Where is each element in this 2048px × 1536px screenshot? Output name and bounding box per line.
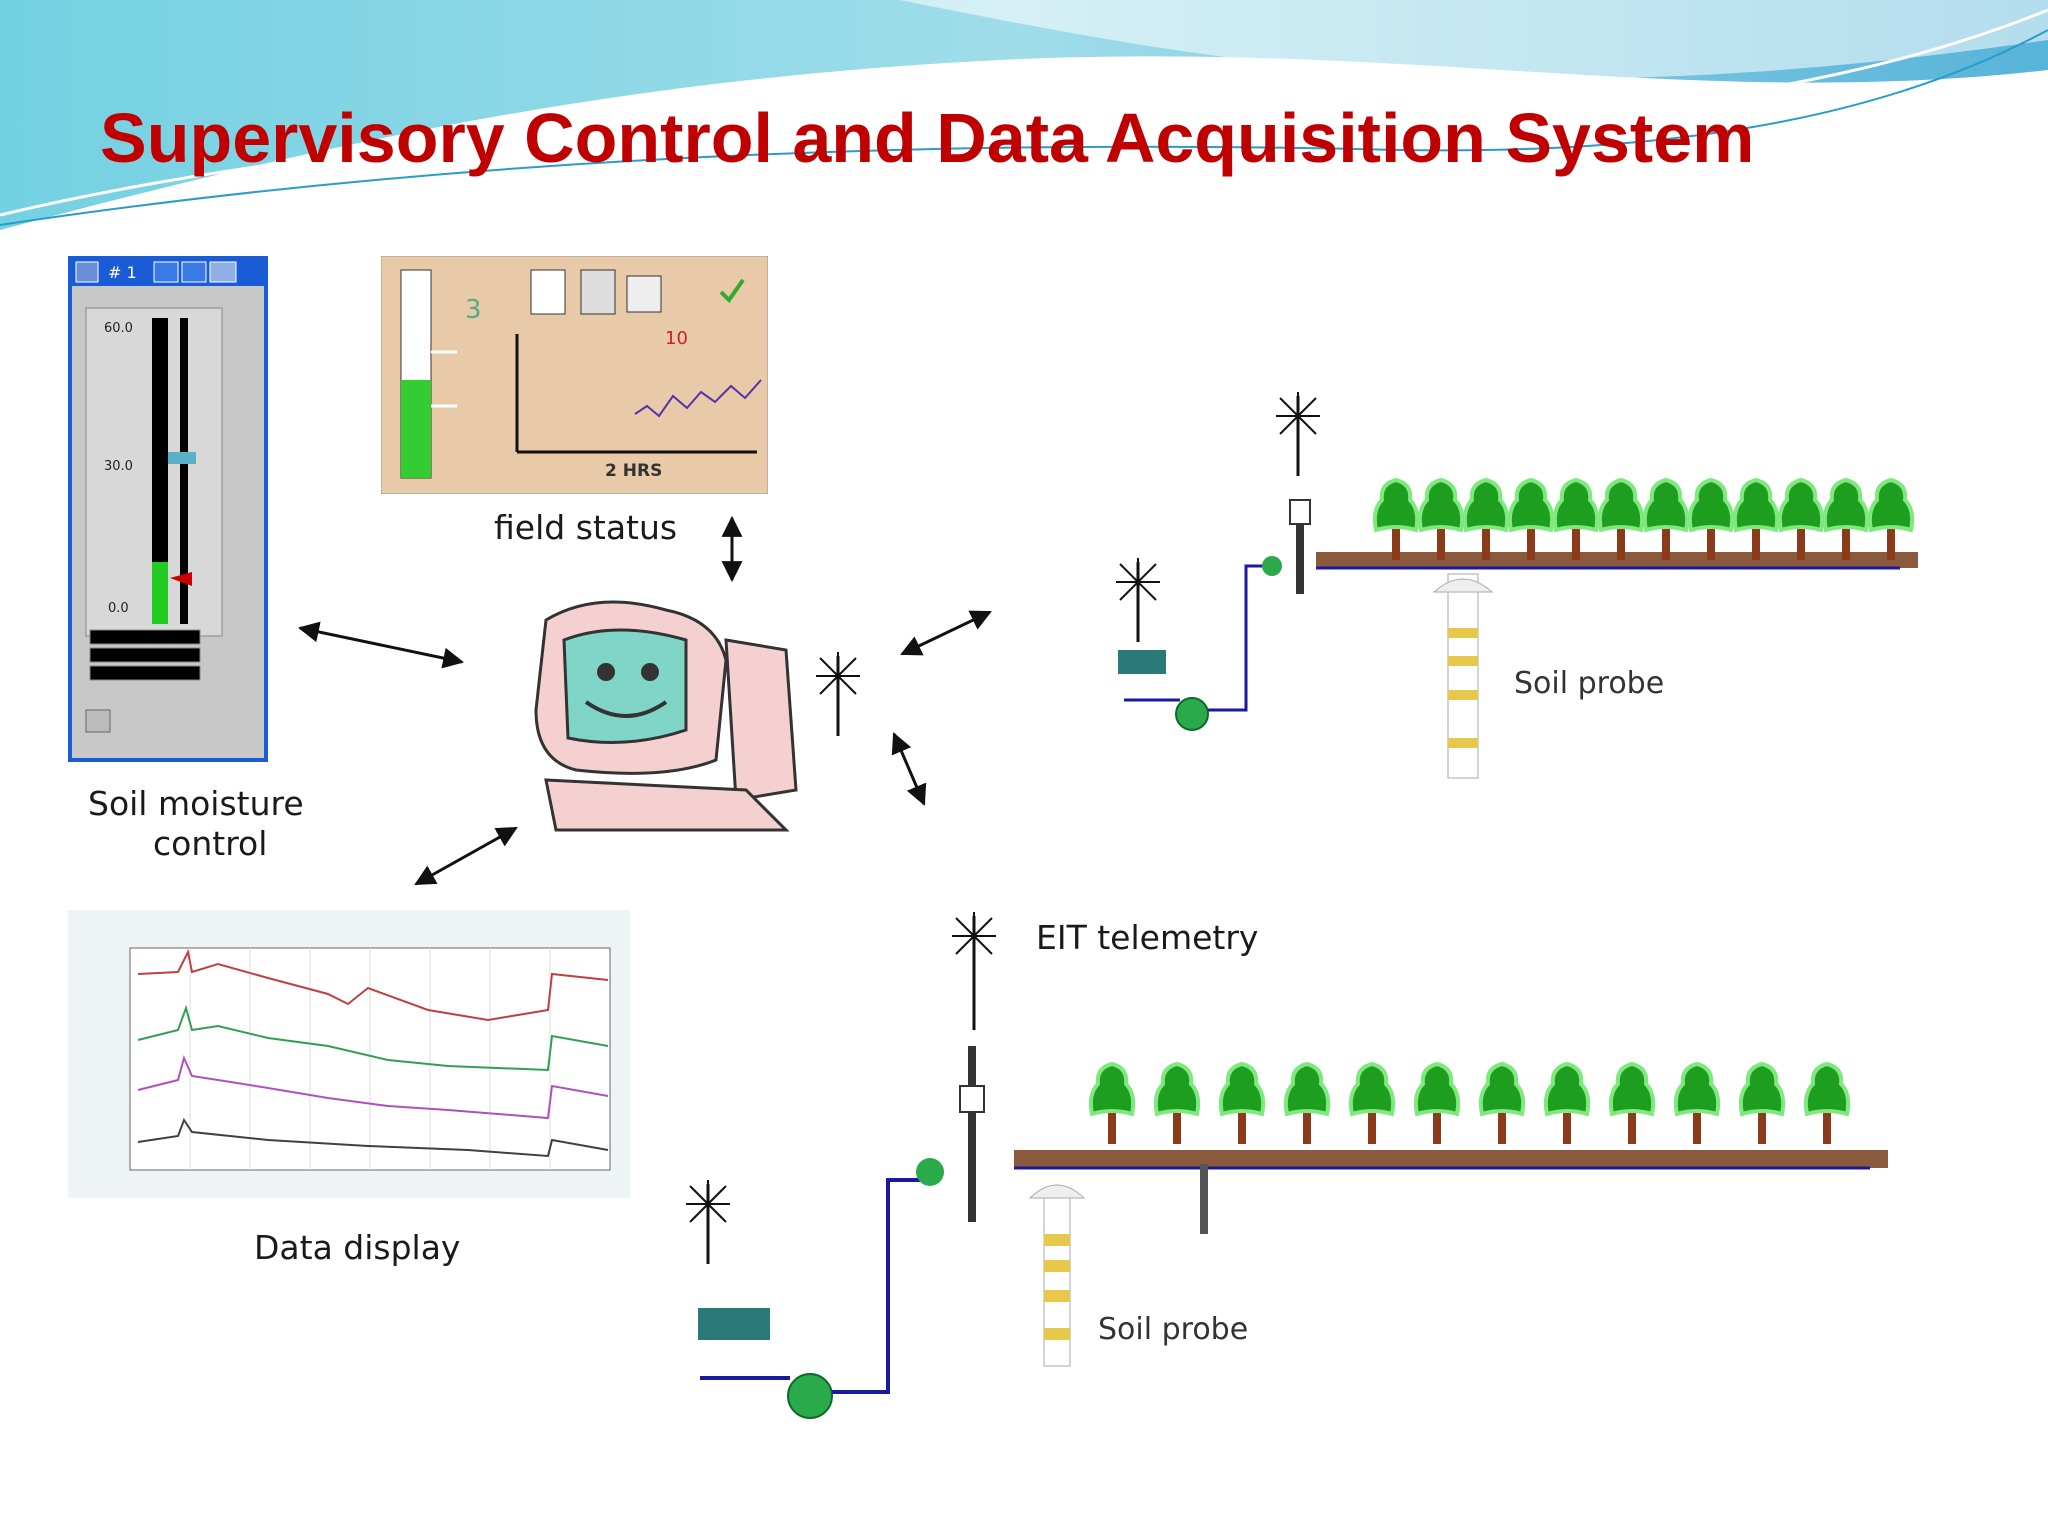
value-red: 10 (665, 328, 688, 349)
page-title: Supervisory Control and Data Acquisition… (100, 99, 1755, 177)
arrow-top-field (900, 610, 992, 656)
label-soil-moisture-1: Soil moisture (88, 784, 304, 823)
label-soil-probe-bottom: Soil probe (1098, 1312, 1249, 1347)
soil-moisture-window: # 1 60.0 30.0 0.0 (68, 256, 268, 762)
label-eit-telemetry: EIT telemetry (1036, 918, 1259, 957)
arrow-soil-control (297, 621, 465, 669)
window-title: # 1 (108, 263, 137, 282)
top-field-installation (1114, 390, 1918, 779)
header-wave-decoration (0, 0, 2048, 230)
scale-mid: 30.0 (104, 459, 133, 474)
data-display-chart (68, 910, 630, 1198)
label-field-status: field status (494, 508, 678, 547)
bottom-field-installation (684, 1046, 1888, 1419)
time-label: 2 HRS (605, 461, 662, 481)
field-status-panel: 3 10 2 HRS (381, 256, 768, 494)
label-soil-probe-top: Soil probe (1514, 666, 1665, 701)
level-number: 3 (465, 295, 482, 325)
arrow-bottom-field (891, 732, 927, 806)
scale-low: 0.0 (108, 601, 129, 616)
computer-icon (534, 600, 798, 832)
scale-top: 60.0 (104, 321, 133, 336)
label-soil-moisture-2: control (153, 824, 268, 863)
arrow-data-display (414, 826, 518, 886)
label-data-display: Data display (254, 1228, 461, 1267)
